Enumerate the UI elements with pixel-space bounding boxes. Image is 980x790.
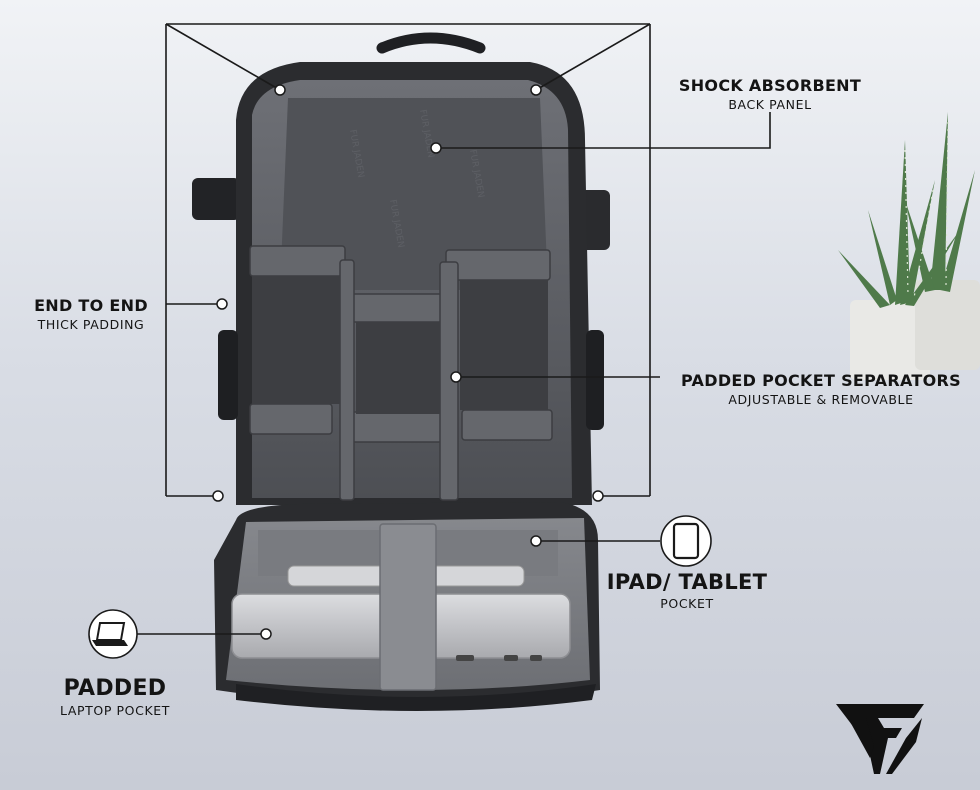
callout-shock-absorbent: SHOCK ABSORBENT BACK PANEL [672, 76, 868, 112]
callout-laptop-pocket: PADDED LAPTOP POCKET [52, 676, 178, 718]
brand-logo-icon [836, 704, 924, 774]
callout-subtitle: THICK PADDING [37, 317, 145, 332]
callout-title: END TO END [34, 296, 148, 315]
callout-ipad-tablet: IPAD/ TABLET POCKET [598, 570, 776, 611]
callout-title: SHOCK ABSORBENT [678, 76, 862, 95]
callout-pocket-separators: PADDED POCKET SEPARATORS ADJUSTABLE & RE… [664, 371, 978, 407]
callout-subtitle: BACK PANEL [728, 97, 812, 112]
callout-end-to-end: END TO END THICK PADDING [18, 296, 164, 332]
callout-title: PADDED POCKET SEPARATORS [681, 371, 961, 390]
laptop-icon [88, 609, 138, 659]
front-flap [214, 502, 600, 711]
callout-subtitle: LAPTOP POCKET [60, 703, 170, 718]
aloe-plant [838, 112, 980, 380]
backpack: FUR JADEN FUR JADEN FUR JADEN FUR JADEN [192, 32, 610, 505]
callout-subtitle: POCKET [660, 596, 714, 611]
callout-title: IPAD/ TABLET [606, 570, 768, 594]
callout-dots [212, 84, 604, 640]
tablet-icon [660, 515, 712, 567]
callout-subtitle: ADJUSTABLE & REMOVABLE [728, 392, 914, 407]
callout-lines [136, 23, 771, 635]
callout-title: PADDED [63, 676, 167, 701]
